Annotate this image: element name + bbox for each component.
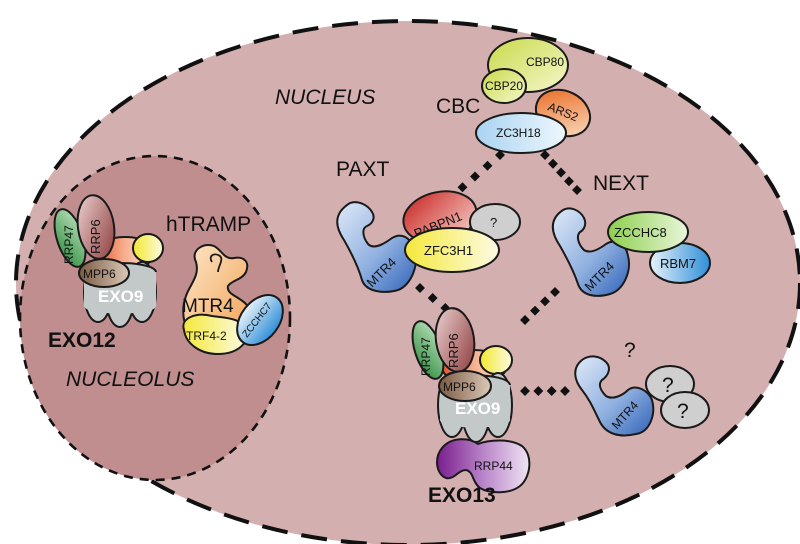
link-cbc-next-dot <box>572 185 582 195</box>
link-cbc-next-dot <box>548 158 558 169</box>
unknown-label-top: ? <box>624 339 636 362</box>
protein-mpp6-exo12 <box>78 258 130 288</box>
nucleolus-label: NUCLEOLUS <box>66 368 194 391</box>
protein-cap-rrp40 <box>132 233 164 263</box>
protein-zcchc8 <box>607 211 689 253</box>
link-cbc-paxt-dot <box>470 171 480 182</box>
exo12-complex: EXO9 RRP47 RRP6 MPP6 <box>53 194 164 328</box>
link-cbc-next-dot <box>540 150 550 160</box>
mpp6-exo13-label: MPP6 <box>443 380 476 394</box>
protein-rrp44 <box>436 438 531 494</box>
paxt-complex: MTR4 PABPN1 ? ZFC3H1 <box>336 190 521 293</box>
unknown-1-label: ? <box>662 374 674 397</box>
link-cbc-paxt-dot <box>457 182 468 193</box>
rrp47-exo12-label: RRP47 <box>62 225 76 264</box>
nucleus-label: NUCLEUS <box>275 86 375 109</box>
protein-zc3h18 <box>475 112 567 154</box>
next-complex: MTR4 RBM7 ZCCHC8 <box>551 207 711 297</box>
rrp6-exo12-label: RRP6 <box>88 219 103 254</box>
zfc3h1-label: ZFC3H1 <box>424 243 473 258</box>
link-next-exo13-dot <box>530 305 540 316</box>
protein-mtr4-unknown <box>574 355 655 437</box>
link-exo13-unknown-dot <box>560 386 570 396</box>
link-paxt-exo13-dot <box>415 283 425 293</box>
unknown-2-label: ? <box>677 400 689 423</box>
next-label: NEXT <box>593 172 649 195</box>
zc3h18-label: ZC3H18 <box>496 126 541 140</box>
rrp44-label: RRP44 <box>474 459 513 473</box>
link-cbc-paxt-dot <box>482 160 493 171</box>
rrp47-exo13-label: RRP47 <box>419 337 433 376</box>
mpp6-exo12-label: MPP6 <box>83 267 116 281</box>
rbm7-label: RBM7 <box>660 256 696 271</box>
protein-zfc3h1 <box>404 227 500 273</box>
exo13-complex: RRP44 EXO9 RRP47 RRP6 MPP6 <box>411 307 531 494</box>
trf4-2-label: TRF4-2 <box>186 329 227 343</box>
cbc-label: CBC <box>436 95 480 118</box>
link-exo13-unknown-dot <box>520 386 530 396</box>
link-exo13-unknown-dot <box>546 386 557 396</box>
rrp6-exo13-label: RRP6 <box>446 333 461 368</box>
paxt-label: PAXT <box>336 158 389 181</box>
link-paxt-exo13-dot <box>427 293 438 303</box>
cbc-complex: CBP80 CBP20 ARS2 ZC3H18 <box>475 37 592 154</box>
protein-unknown-2 <box>660 391 710 429</box>
protein-zcchc7 <box>236 294 284 346</box>
exo9-exo13-label: EXO9 <box>455 399 500 418</box>
htramp-complex: MTR4 TRF4-2 ZCCHC7 <box>182 244 284 356</box>
mtr4-htramp-arch <box>209 253 223 273</box>
protein-mtr4-paxt <box>336 201 417 293</box>
protein-cbp20 <box>481 68 527 104</box>
link-exo13-unknown-dot <box>533 386 544 396</box>
link-cbc-paxt-dot <box>495 150 505 160</box>
unknown-mtr4-complex: MTR4 ? ? ? <box>574 339 710 437</box>
link-next-exo13-dot <box>550 287 560 297</box>
exo12-label: EXO12 <box>48 329 116 352</box>
link-cbc-next-dot <box>564 176 574 187</box>
htramp-label: hTRAMP <box>166 213 251 236</box>
cbp80-label: CBP80 <box>526 55 564 69</box>
exo9-exo12-label: EXO9 <box>98 287 143 306</box>
mtr4-htramp-label: MTR4 <box>182 296 234 317</box>
link-cbc-next-dot <box>556 167 566 178</box>
protein-mpp6-exo13 <box>438 370 492 402</box>
exo13-label: EXO13 <box>428 484 496 507</box>
zcchc8-label: ZCCHC8 <box>614 225 667 240</box>
unknown-paxt-label: ? <box>490 215 497 230</box>
link-next-exo13-dot <box>540 296 550 307</box>
protein-cap-rrp40 <box>479 345 513 375</box>
cbp20-label: CBP20 <box>485 79 523 93</box>
link-next-exo13-dot <box>520 315 530 325</box>
